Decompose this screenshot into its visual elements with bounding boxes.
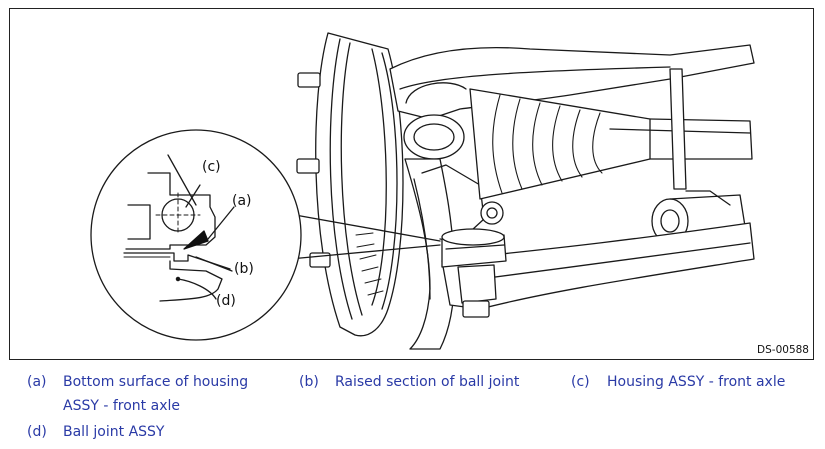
figure-frame: (c) (a) (b) (d) DS-00588	[9, 8, 814, 360]
stabilizer-link	[651, 68, 749, 246]
legend-text-d: Ball joint ASSY	[63, 424, 165, 440]
suspension-diagram: (c) (a) (b) (d)	[90, 32, 755, 350]
legend-text-b: Raised section of ball joint	[335, 374, 520, 390]
zoom-lead-lines	[283, 212, 441, 260]
legend-text-a-line1: Bottom surface of housing	[63, 374, 249, 390]
callout-b: (b)	[234, 261, 254, 277]
legend-text-a-line2: ASSY - front axle	[63, 398, 180, 414]
legend: (a) Bottom surface of housing ASSY - fro…	[0, 370, 825, 448]
callout-d: (d)	[216, 293, 236, 309]
figure-id: DS-00588	[757, 344, 809, 356]
legend-key-c: (c)	[571, 374, 590, 390]
brake-disc	[315, 32, 404, 337]
callout-a: (a)	[232, 193, 252, 209]
detail-circle	[90, 129, 302, 341]
legend-key-a: (a)	[27, 374, 47, 390]
legend-key-b: (b)	[299, 374, 319, 390]
legend-text-c: Housing ASSY - front axle	[607, 374, 786, 390]
callout-c: (c)	[202, 159, 221, 175]
ball-joint	[441, 201, 507, 318]
legend-key-d: (d)	[27, 424, 47, 440]
drive-shaft-boot	[469, 88, 753, 200]
